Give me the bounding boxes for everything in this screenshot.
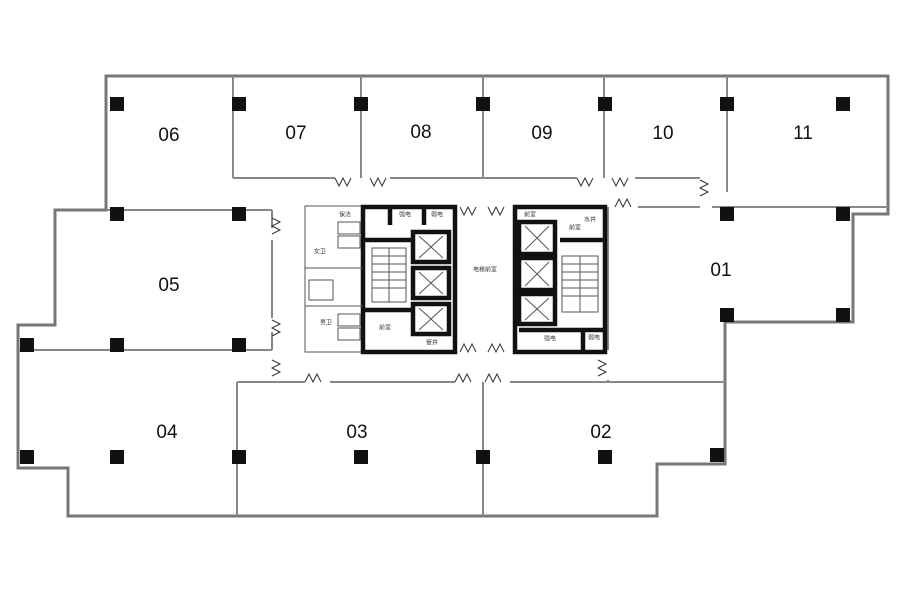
column: [836, 97, 850, 111]
unit-label-11: 11: [793, 123, 813, 144]
column: [598, 450, 612, 464]
doors: [270, 176, 710, 384]
top-row-partitions: [106, 76, 888, 211]
column: [232, 450, 246, 464]
column: [232, 338, 246, 352]
core-room-label: 保洁: [339, 211, 351, 219]
unit-label-03: 03: [346, 422, 367, 443]
unit-label-07: 07: [285, 123, 306, 144]
unit-label-06: 06: [158, 125, 179, 146]
core-room-label: 前室: [524, 211, 536, 219]
lobby-label: 电梯前室: [473, 266, 497, 274]
column: [110, 338, 124, 352]
core-labels: 电梯前室 强电 弱电 前室 管井 女卫 男卫 保洁 前室 强电 弱电 前室 水井: [314, 211, 600, 347]
unit-label-05: 05: [158, 275, 179, 296]
unit-label-01: 01: [710, 260, 731, 281]
bottom-partitions: [236, 381, 725, 516]
column: [476, 450, 490, 464]
column: [20, 338, 34, 352]
column: [836, 207, 850, 221]
structural-columns: [20, 97, 850, 464]
unit-label-10: 10: [652, 123, 673, 144]
core-room-label: 弱电: [431, 211, 443, 219]
unit-label-08: 08: [410, 122, 431, 143]
core-room-label: 强电: [399, 211, 411, 219]
core-room-label: 男卫: [320, 320, 332, 327]
core-room-label: 前室: [379, 324, 391, 332]
column: [20, 450, 34, 464]
building-outline: [16, 74, 890, 518]
unit-label-04: 04: [156, 422, 178, 443]
column: [354, 450, 368, 464]
core-room-label: 水井: [584, 216, 596, 224]
unit-label-02: 02: [590, 422, 611, 443]
column: [476, 97, 490, 111]
column: [232, 207, 246, 221]
column: [110, 207, 124, 221]
column: [110, 97, 124, 111]
column: [232, 97, 246, 111]
unit-labels: 06 07 08 09 10 11 05 01 04 03 02: [156, 122, 812, 443]
column: [720, 308, 734, 322]
column: [836, 308, 850, 322]
core-room-label: 强电: [544, 335, 556, 343]
unit-label-09: 09: [531, 123, 552, 144]
column: [598, 97, 612, 111]
core-room-label: 女卫: [314, 248, 326, 256]
core-room-label: 前室: [569, 224, 581, 232]
column: [354, 97, 368, 111]
service-core: [304, 204, 608, 355]
column: [710, 448, 724, 462]
core-room-label: 弱电: [588, 334, 600, 342]
core-room-label: 管井: [426, 339, 438, 347]
column: [720, 207, 734, 221]
column: [720, 97, 734, 111]
left-partitions: [18, 210, 273, 351]
column: [110, 450, 124, 464]
